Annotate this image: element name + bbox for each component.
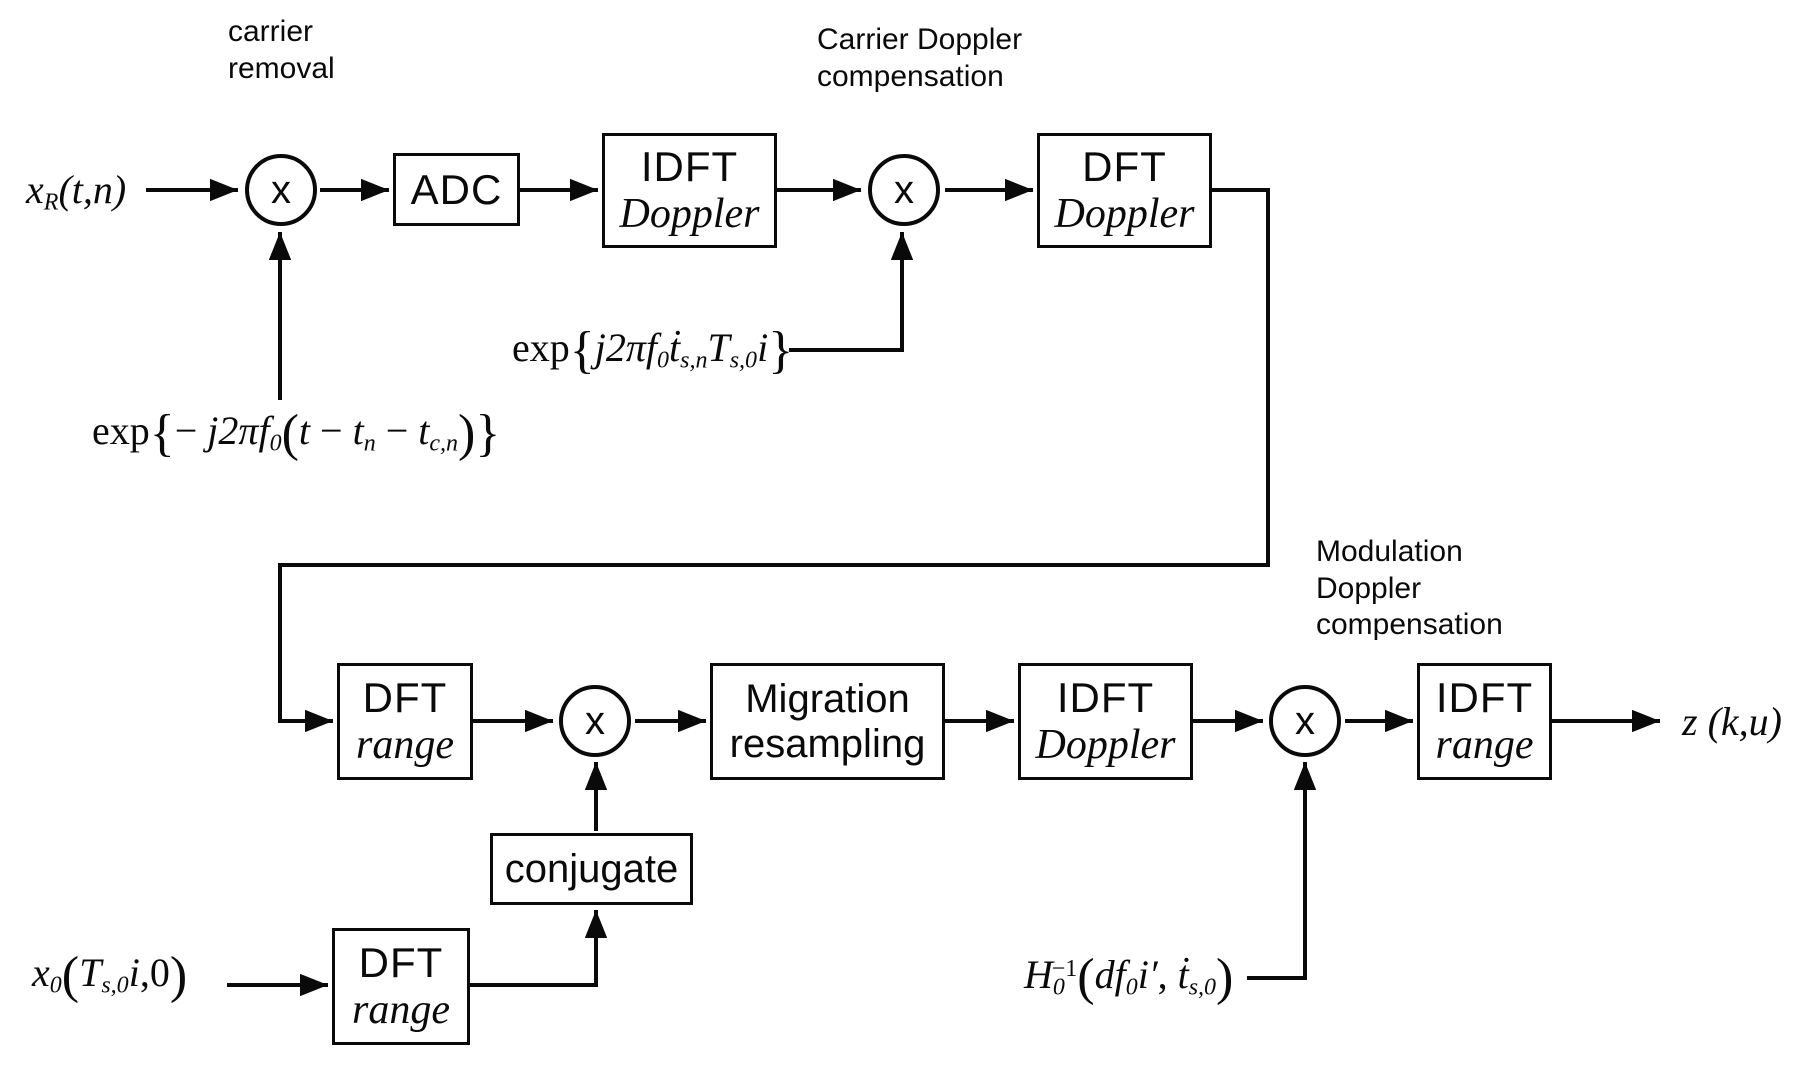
multiplier-symbol: x [1295,699,1315,743]
block-idft-doppler-2: IDFT Doppler [1018,663,1193,780]
block-idft-range-title: IDFT [1435,674,1534,722]
block-conjugate-label: conjugate [504,846,679,891]
block-idft-doppler-1: IDFT Doppler [602,133,777,248]
block-idft-range-axis: range [1435,721,1534,768]
block-dft-range-bottom-title: DFT [358,939,444,987]
label-carrier-doppler-compensation: Carrier Doppler compensation [817,23,1023,93]
multiplier-carrier-doppler: x [868,154,940,226]
block-migration-line1: Migration [745,676,910,721]
block-dft-range-bottom: DFT range [332,928,470,1045]
input-signal-expression: xR(t,n) [26,167,127,216]
block-migration-line2: resampling [729,721,926,766]
block-migration-resampling: Migration resampling [710,663,945,780]
multiplier-symbol: x [894,168,914,212]
multiplier-modulation-doppler: x [1269,685,1341,757]
block-dft-doppler-title: DFT [1082,143,1167,191]
block-idft-doppler-2-title: IDFT [1056,674,1155,722]
block-dft-range-row2-axis: range [356,721,454,768]
block-idft-range: IDFT range [1417,663,1552,780]
reference-signal-expression: x0(Ts,0i,0) [32,947,188,1004]
arrow-dftrangebottom-to-conjugate [470,910,608,987]
label-carrier-removal: carrier removal [228,15,335,85]
arrow-expdoppler-to-mult2 [789,232,914,352]
block-idft-doppler-1-title: IDFT [640,143,739,191]
arrow-hinverse-to-mult4 [1247,762,1317,980]
multiplier-symbol: x [585,699,605,743]
multiplier-reference-conjugate: x [559,685,631,757]
block-dft-range-row2: DFT range [337,663,473,780]
block-adc-label: ADC [410,165,503,213]
block-idft-doppler-2-axis: Doppler [1035,721,1176,768]
block-dft-range-bottom-axis: range [352,986,450,1033]
output-signal-expression: z (k,u) [1682,699,1782,744]
block-dft-doppler: DFT Doppler [1037,133,1212,248]
block-idft-doppler-1-axis: Doppler [619,190,760,237]
block-dft-doppler-axis: Doppler [1054,190,1195,237]
carrier-removal-exponential: exp{− j2πf0(t − tn − tc,n)} [92,405,501,462]
multiplier-symbol: x [271,168,291,212]
h-inverse-expression: H0−1(df0i′, ṫs,0) [1024,949,1234,1006]
block-adc: ADC [393,153,520,226]
carrier-doppler-exponential: exp{j2πf0ṫs,nTs,0i} [512,322,794,379]
label-modulation-doppler-compensation: Modulation Doppler compensation [1316,535,1503,642]
multiplier-carrier-removal: x [245,154,317,226]
block-conjugate: conjugate [490,833,693,905]
connector-dftdoppler-to-row2 [278,188,1270,733]
block-dft-range-row2-title: DFT [362,674,448,722]
